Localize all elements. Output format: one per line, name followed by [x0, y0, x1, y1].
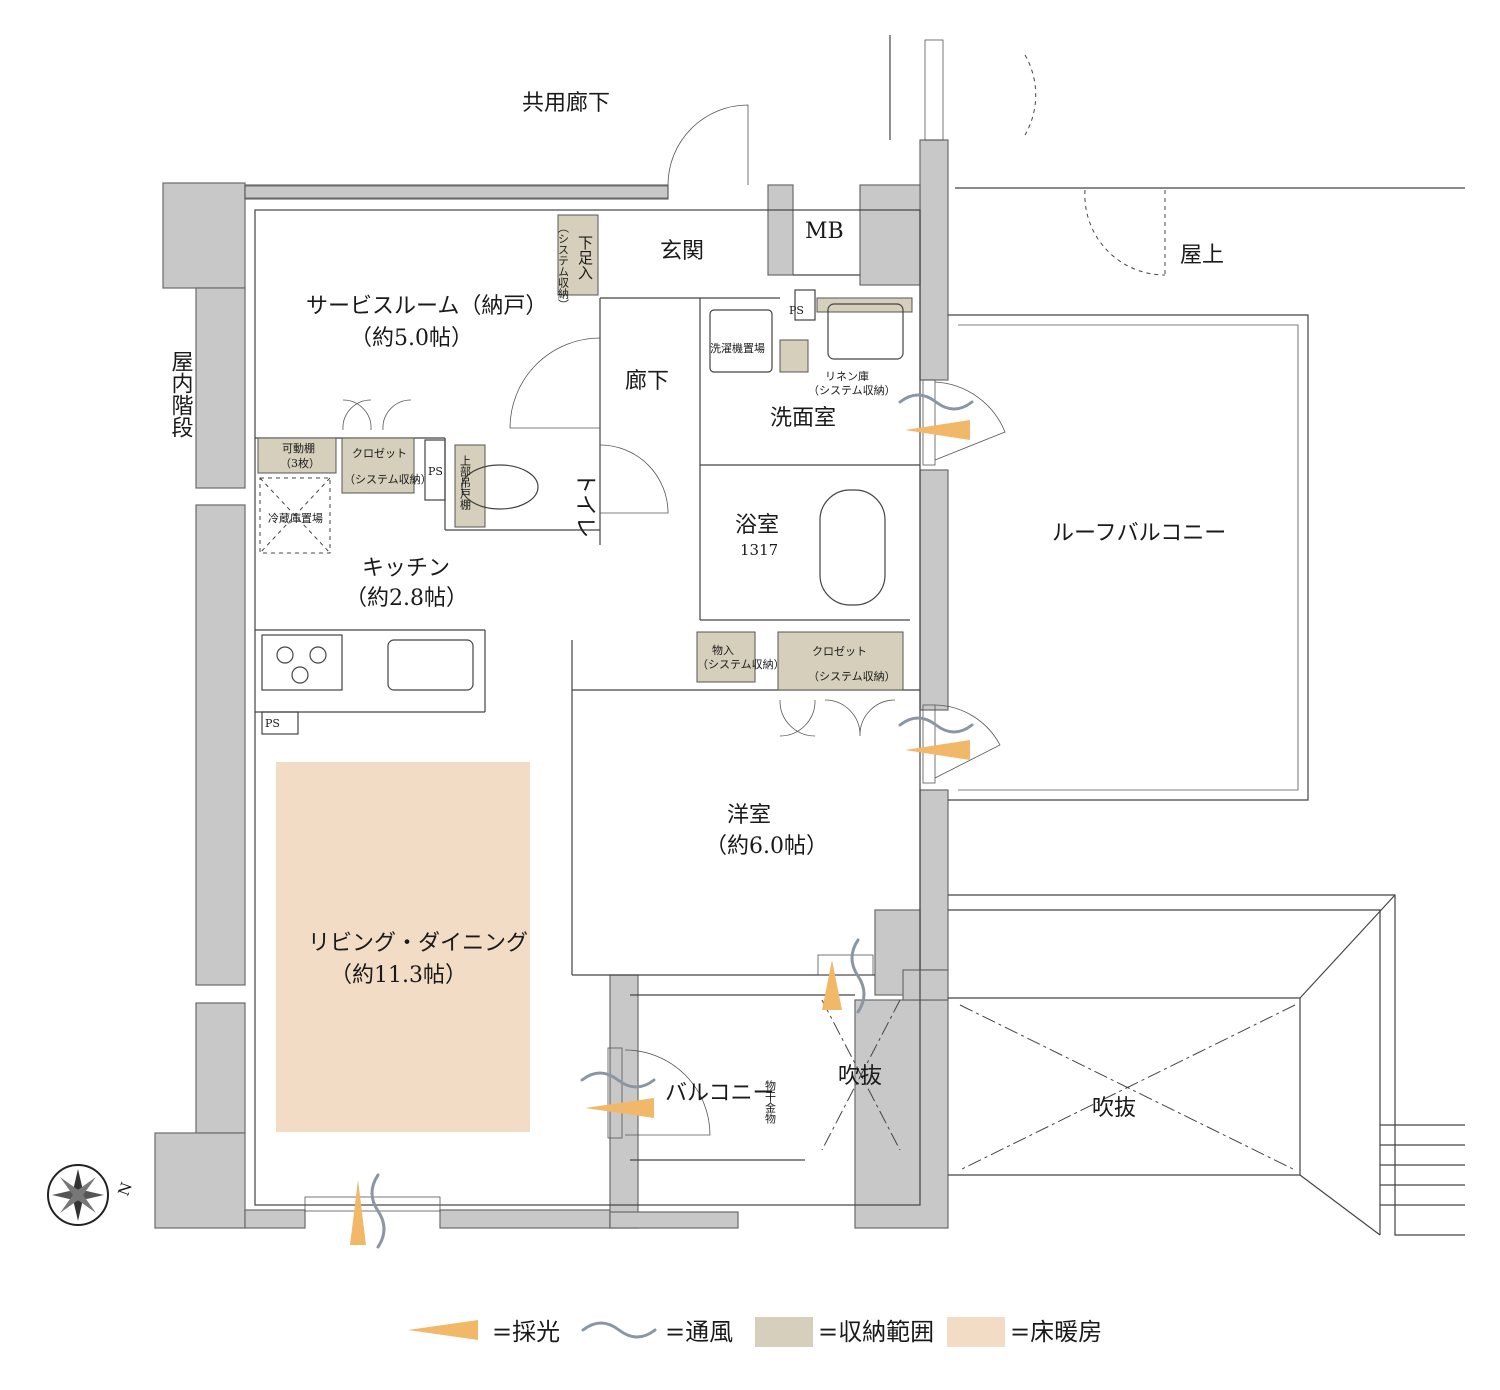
ps-label-mid: PS	[428, 465, 443, 478]
storage-box-sub: （システム収納）	[697, 658, 785, 671]
roof-balcony-outline	[889, 35, 1465, 1236]
linen-storage-sub: （システム収納）	[808, 384, 896, 397]
ventilation-wave-icon	[581, 1321, 657, 1339]
compass-north-label: N	[114, 1180, 135, 1198]
ventilation-indicators	[370, 393, 974, 1249]
bathroom-size: 1317	[740, 541, 778, 559]
light-wedge-icon	[408, 1320, 478, 1340]
legend-light-label: =採光	[492, 1318, 560, 1346]
corridor-wall-strip	[244, 185, 669, 199]
toilet-label: トイレ	[572, 472, 597, 538]
room-labels: 共用廊下 玄関 MB 屋上 サービスルーム（納戸） （約5.0帖） 廊下 洗濯機…	[168, 91, 1227, 1124]
rooftop-label: 屋上	[1180, 243, 1224, 268]
service-room-label: サービスルーム（納戸）	[306, 294, 547, 319]
common-corridor-label: 共用廊下	[522, 91, 610, 116]
adjustable-shelf-label: 可動棚	[282, 441, 315, 455]
light-indicators	[350, 420, 970, 1245]
indoor-stairs-label: 屋内階段	[168, 350, 194, 438]
legend-floor-heating-label: =床暖房	[1010, 1318, 1102, 1346]
living-dining-label: リビング・ダイニング	[308, 931, 528, 956]
fixtures	[259, 289, 904, 735]
exterior-walls	[154, 139, 949, 1229]
upper-shelf-label: 上部吊戸棚	[459, 455, 472, 511]
mb-label: MB	[805, 219, 844, 244]
door-swings	[342, 54, 1166, 1136]
closet-1-sub: （システム収納）	[344, 473, 432, 486]
legend: =採光 =通風 =収納範囲 =床暖房	[408, 1317, 1102, 1347]
bathroom-label: 浴室	[735, 513, 779, 538]
fridge-label: 冷蔵庫置場	[268, 511, 323, 525]
closet-1-label: クロゼット	[352, 447, 407, 460]
entrance-label: 玄関	[660, 239, 704, 264]
western-room-label: 洋室	[727, 803, 771, 828]
service-room-size: （約5.0帖）	[350, 326, 473, 351]
storage-swatch-icon	[755, 1317, 813, 1347]
linen-storage-label: リネン庫	[825, 369, 869, 383]
storage-box-label: 物入	[712, 643, 734, 657]
shoe-cabinet-label: 下足入	[576, 235, 594, 280]
kitchen-label: キッチン	[362, 556, 450, 581]
adjustable-shelf-sub: （3枚）	[280, 456, 320, 470]
floor-heating-swatch-icon	[947, 1317, 1005, 1347]
living-dining-size: （約11.3帖）	[330, 963, 467, 988]
ps-label-kitchen: PS	[265, 717, 280, 730]
closet-2-label: クロゼット	[812, 645, 867, 658]
hallway-label: 廊下	[625, 369, 669, 394]
balcony-label: バルコニー	[665, 1081, 775, 1106]
kitchen-size: （約2.8帖）	[345, 586, 468, 611]
storage-areas	[257, 214, 913, 691]
western-room-size: （約6.0帖）	[705, 834, 828, 859]
roof-balcony-label: ルーフバルコニー	[1052, 521, 1226, 546]
clothes-hanger-label: 物干金物	[764, 1079, 777, 1124]
ps-label-top: PS	[789, 304, 804, 317]
storage-labels: 下足入 （システム収納） 可動棚 （3枚） クロゼット （システム収納） 上部吊…	[265, 222, 896, 730]
washroom-label: 洗面室	[770, 406, 836, 431]
shoe-cabinet-sub: （システム収納）	[557, 222, 570, 310]
floor-heating-area	[276, 762, 530, 1132]
legend-wind-label: =通風	[665, 1318, 733, 1346]
atrium-small-label: 吹抜	[838, 1064, 882, 1089]
compass-rose: N	[47, 1164, 136, 1226]
legend-storage-label: =収納範囲	[818, 1318, 934, 1346]
laundry-space-label: 洗濯機置場	[710, 341, 765, 355]
atrium-markings	[821, 999, 1296, 1171]
atrium-large-label: 吹抜	[1092, 1096, 1136, 1121]
closet-2-sub: （システム収納）	[808, 670, 896, 683]
